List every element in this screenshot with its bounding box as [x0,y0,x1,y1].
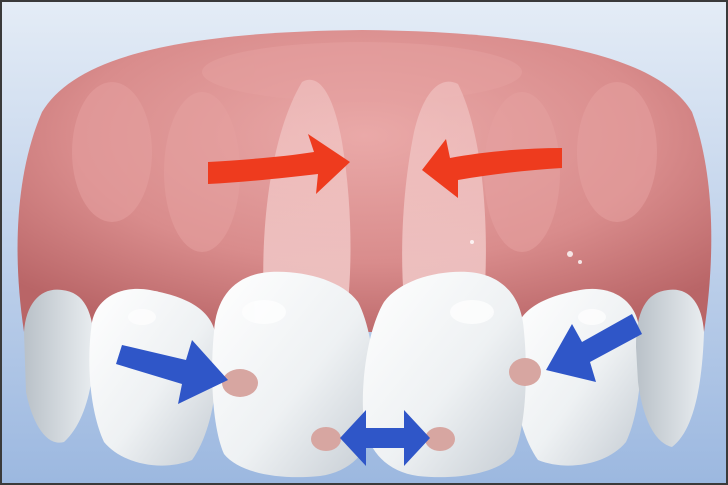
contact-point-left [222,369,258,397]
contact-point-center-left [311,427,341,451]
contact-point-right [509,358,541,386]
contact-point-center-right [425,427,455,451]
